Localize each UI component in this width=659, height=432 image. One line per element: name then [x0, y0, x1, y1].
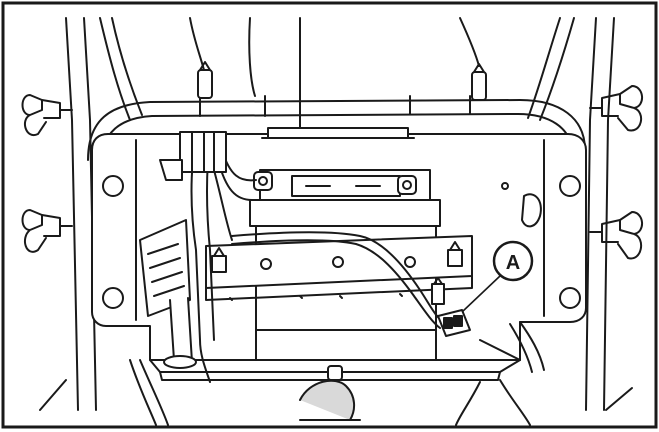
right-lower-wires	[509, 321, 545, 373]
battery-terminal-left-icon	[253, 171, 273, 191]
bottom-component	[299, 365, 361, 421]
bottom-cables	[129, 359, 531, 426]
right-frame-tubes	[527, 17, 633, 411]
left-lower-knob-icon	[21, 209, 73, 253]
callout-circle	[492, 240, 534, 282]
right-lower-knob-icon	[589, 211, 643, 260]
left-upper-knob-icon	[21, 94, 73, 137]
voltage-regulator-icon	[139, 219, 197, 369]
battery-clamp-top	[261, 127, 415, 139]
bar-wing-nut-left-icon	[211, 247, 227, 273]
battery-terminal-right-icon	[397, 175, 417, 195]
callout-label: A	[506, 252, 520, 274]
battery	[249, 169, 441, 361]
top-cables	[189, 17, 480, 131]
callout-leader-line	[461, 275, 501, 313]
fuse-holder-icon	[159, 131, 227, 181]
right-upper-knob-icon	[589, 85, 643, 132]
lower-bolt-icon	[431, 277, 445, 305]
bar-wing-nut-right-icon	[447, 241, 463, 267]
connector-plug-icon	[437, 309, 471, 337]
callout-a: A	[492, 240, 534, 282]
